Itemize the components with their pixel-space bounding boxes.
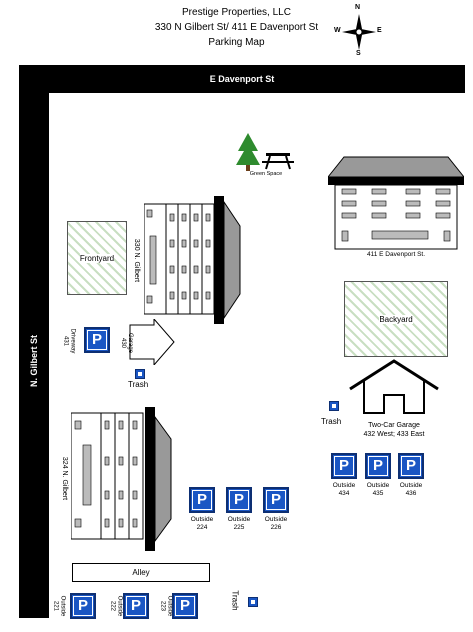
frontyard: Frontyard: [67, 221, 127, 295]
header-address: 330 N Gilbert St/ 411 E Davenport St: [154, 22, 319, 33]
trash-label-alley: Trash: [230, 589, 240, 611]
trash-icon-east: [329, 401, 339, 411]
building-330: [143, 196, 248, 324]
backyard-label: Backyard: [379, 314, 413, 324]
parking-icon-434: P: [331, 453, 357, 479]
trash-label-east: Trash: [321, 417, 342, 426]
parking-icon-223: P: [172, 593, 198, 619]
parking-icon-435: P: [365, 453, 391, 479]
parking-icon-436: P: [398, 453, 424, 479]
building-330-label: 330 N. Gilbert: [133, 238, 141, 282]
parking-icon-driveway: P: [84, 327, 110, 353]
green-space-label: Green Space: [249, 171, 283, 177]
alley-label: Alley: [132, 568, 150, 577]
trash-icon: [135, 369, 145, 379]
two-car-garage-spaces: 432 West; 433 East: [363, 431, 425, 438]
parking-icon-225: P: [226, 487, 252, 513]
compass-w: W: [334, 27, 341, 34]
trash-icon-alley: [248, 597, 258, 607]
trash-label: Trash: [128, 380, 149, 389]
building-324: [70, 407, 175, 551]
driveway-label: Driveway 431: [61, 328, 75, 354]
building-411-label: 411 E Davenport St.: [366, 251, 426, 258]
parking-icon-224: P: [189, 487, 215, 513]
compass-rose-icon: [333, 5, 385, 59]
page-title: Parking Map: [208, 37, 265, 48]
two-car-garage-icon: [348, 359, 440, 415]
backyard: Backyard: [344, 281, 448, 357]
compass-n: N: [355, 4, 361, 11]
alley: Alley: [72, 563, 210, 582]
two-car-garage-label: Two-Car Garage: [368, 422, 420, 429]
garage-arrow-icon: [128, 317, 176, 367]
garage-label: Garage 430: [119, 332, 133, 354]
compass-e: E: [377, 27, 382, 34]
frontyard-label: Frontyard: [79, 253, 115, 263]
header-company: Prestige Properties, LLC: [182, 7, 291, 18]
parking-icon-221: P: [70, 593, 96, 619]
parking-icon-222: P: [123, 593, 149, 619]
building-324-label: 324 N. Gilbert: [61, 456, 69, 500]
compass-s: S: [356, 50, 361, 57]
street-gilbert-label: N. Gilbert St: [28, 334, 39, 388]
parking-icon-226: P: [263, 487, 289, 513]
building-411: [326, 155, 466, 251]
green-space-icon: [236, 131, 296, 173]
street-davenport: E Davenport St: [19, 65, 465, 93]
street-gilbert: [19, 93, 49, 618]
